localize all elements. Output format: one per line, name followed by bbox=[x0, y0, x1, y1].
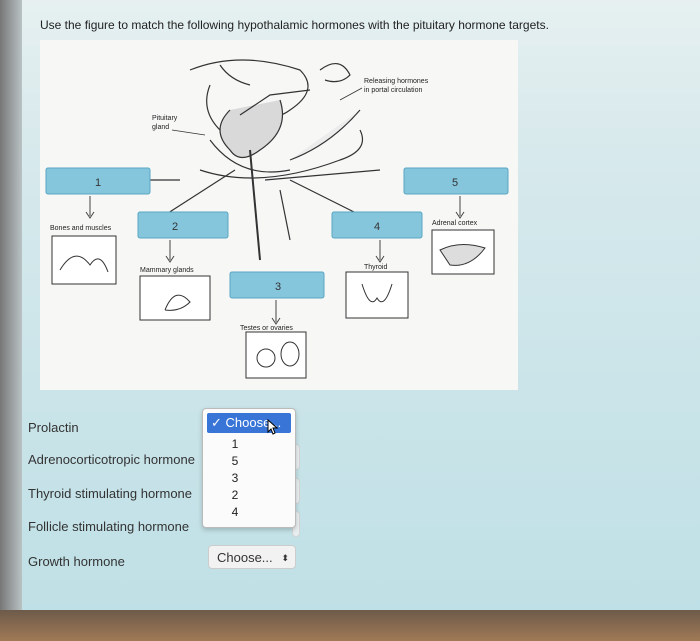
mammary-image bbox=[139, 275, 211, 321]
box-2 bbox=[137, 211, 229, 239]
pituitary-drawing bbox=[110, 59, 381, 261]
releasing-label-2: in portal circulation bbox=[364, 87, 422, 94]
figure-diagram: Releasing hormones in portal circulation… bbox=[45, 59, 509, 379]
pituitary-label-2: gland bbox=[152, 124, 169, 131]
target-bones: Bones and muscles bbox=[50, 225, 112, 232]
dropdown-option-choose-label: Choose... bbox=[225, 415, 282, 430]
select-growth-hormone[interactable]: Choose... ⬍ bbox=[208, 545, 296, 569]
question-fsh: Follicle stimulating hormone bbox=[28, 519, 190, 534]
gonads-image bbox=[245, 331, 307, 379]
dropdown-option-4[interactable]: 4 bbox=[231, 505, 239, 519]
dropdown-option-5[interactable]: 5 bbox=[231, 454, 239, 468]
updown-arrows-icon: ⬍ bbox=[281, 553, 289, 563]
monitor-bezel-left bbox=[0, 0, 22, 641]
pituitary-label-1: Pituitary bbox=[152, 115, 178, 122]
box-4 bbox=[331, 211, 423, 239]
hormone-figure: Releasing hormones in portal circulation… bbox=[40, 40, 518, 390]
dropdown-option-1[interactable]: 1 bbox=[231, 437, 239, 451]
box-1 bbox=[45, 167, 151, 195]
checkmark-icon: ✓ bbox=[211, 415, 222, 430]
question-tsh: Thyroid stimulating hormone bbox=[28, 486, 193, 501]
target-mammary: Mammary glands bbox=[140, 267, 194, 274]
thyroid-image bbox=[345, 271, 409, 319]
question-acth: Adrenocorticotropic hormone bbox=[28, 452, 195, 467]
question-prolactin: Prolactin bbox=[28, 420, 79, 435]
select-growth-hormone-value: Choose... bbox=[217, 550, 273, 565]
prolactin-dropdown-menu[interactable]: ✓ Choose... 1 5 3 2 4 bbox=[202, 408, 296, 528]
box-3 bbox=[229, 271, 325, 299]
box-2-label: 2 bbox=[172, 221, 178, 233]
box-5 bbox=[403, 167, 509, 195]
box-3-label: 3 bbox=[275, 281, 281, 293]
releasing-label-1: Releasing hormones bbox=[364, 78, 429, 85]
question-text: Use the figure to match the following hy… bbox=[40, 18, 549, 32]
target-thyroid: Thyroid bbox=[364, 264, 387, 271]
question-growth: Growth hormone bbox=[28, 554, 125, 569]
mouse-cursor-icon bbox=[267, 419, 279, 435]
box-5-label: 5 bbox=[452, 177, 458, 189]
bones-image bbox=[51, 235, 117, 285]
target-testes: Testes or ovaries bbox=[240, 325, 293, 332]
dropdown-option-3[interactable]: 3 bbox=[231, 471, 239, 485]
box-1-label: 1 bbox=[95, 177, 101, 189]
dropdown-option-2[interactable]: 2 bbox=[231, 488, 239, 502]
monitor-bezel-bottom bbox=[0, 610, 700, 641]
box-4-label: 4 bbox=[374, 221, 380, 233]
target-adrenal: Adrenal cortex bbox=[432, 220, 478, 227]
